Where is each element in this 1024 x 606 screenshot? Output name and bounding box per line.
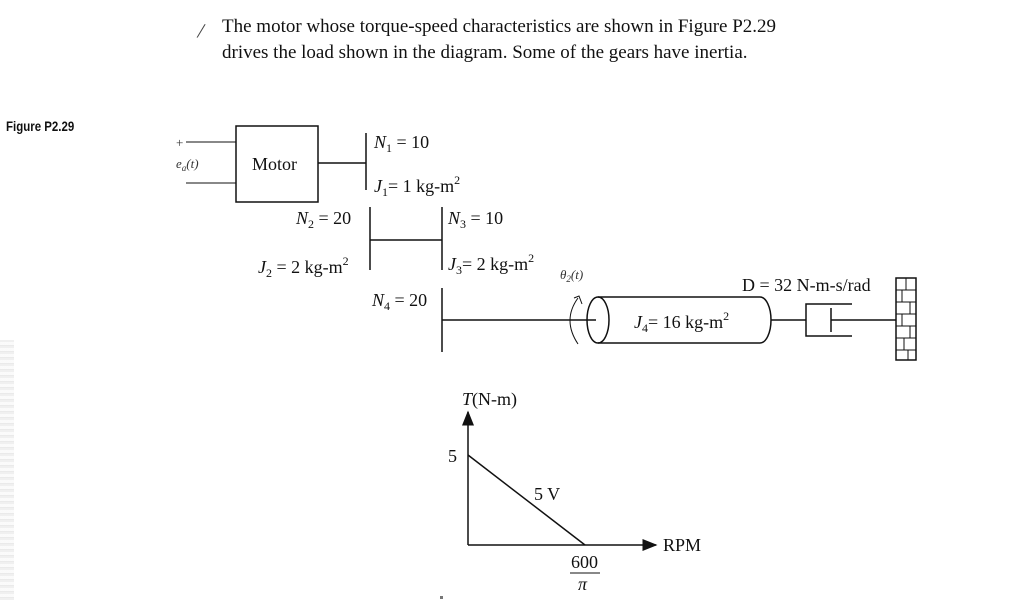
gear-1-teeth-label: N1 = 10 xyxy=(373,132,429,155)
chart-y-axis-label: T(N-m) xyxy=(462,389,517,410)
problem-line-1: The motor whose torque-speed characteris… xyxy=(222,16,777,37)
problem-line-2: drives the load shown in the diagram. So… xyxy=(222,42,748,63)
rotation-arrowhead-icon xyxy=(573,295,583,305)
chart-x-tick-denominator: π xyxy=(578,574,588,594)
chart-series-line xyxy=(467,454,586,546)
damper-cylinder xyxy=(805,303,852,337)
scan-artifact xyxy=(0,340,14,600)
load-cylinder-back xyxy=(759,296,772,344)
input-plus-sign: + xyxy=(176,135,183,150)
gear-1-inertia-label: J1= 1 kg-m2 xyxy=(374,173,460,199)
input-voltage-label: ea(t) xyxy=(176,156,199,173)
gear-3-teeth-label: N3 = 10 xyxy=(447,208,503,231)
load-inertia-label: J4= 16 kg-m2 xyxy=(634,309,729,335)
wall-ground-icon xyxy=(895,277,917,361)
chart-y-tick-label: 5 xyxy=(448,446,457,466)
chart-x-tick-numerator: 600 xyxy=(571,552,598,572)
gear-4-teeth-label: N4 = 20 xyxy=(371,290,427,313)
theta-label: θ2(t) xyxy=(560,267,583,284)
gear-2-teeth-label: N2 = 20 xyxy=(295,208,351,231)
motor-label: Motor xyxy=(252,154,297,174)
gear-3-inertia-label: J3= 2 kg-m2 xyxy=(448,251,534,277)
chart-x-axis-label: RPM xyxy=(663,535,701,555)
stray-mark xyxy=(440,596,443,599)
motor-box xyxy=(235,125,319,203)
chart-annotation: 5 V xyxy=(534,484,560,504)
rotation-arrow-arc xyxy=(569,297,579,345)
damper-label: D = 32 N-m-s/rad xyxy=(742,275,871,295)
problem-statement: The motor whose torque-speed characteris… xyxy=(222,14,922,66)
gear-2-inertia-label: J2 = 2 kg-m2 xyxy=(258,254,349,280)
figure-label: Figure P2.29 xyxy=(6,118,75,134)
